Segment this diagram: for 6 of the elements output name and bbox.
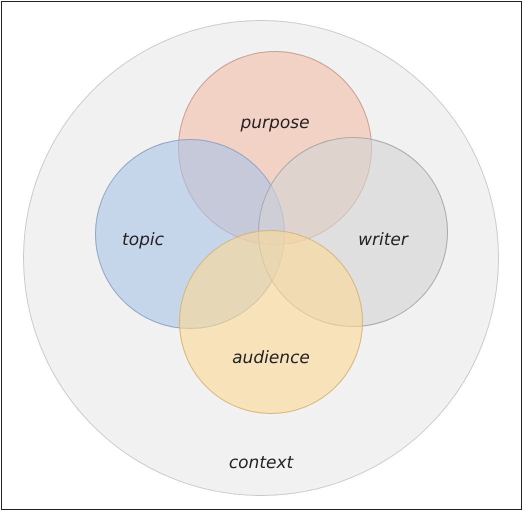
circle-label: context — [228, 453, 294, 473]
circle-label: topic — [122, 230, 164, 250]
circle-label: purpose — [240, 113, 310, 133]
venn-circle — [258, 137, 448, 327]
circle-label: writer — [358, 230, 408, 250]
circle-label: audience — [232, 348, 310, 368]
